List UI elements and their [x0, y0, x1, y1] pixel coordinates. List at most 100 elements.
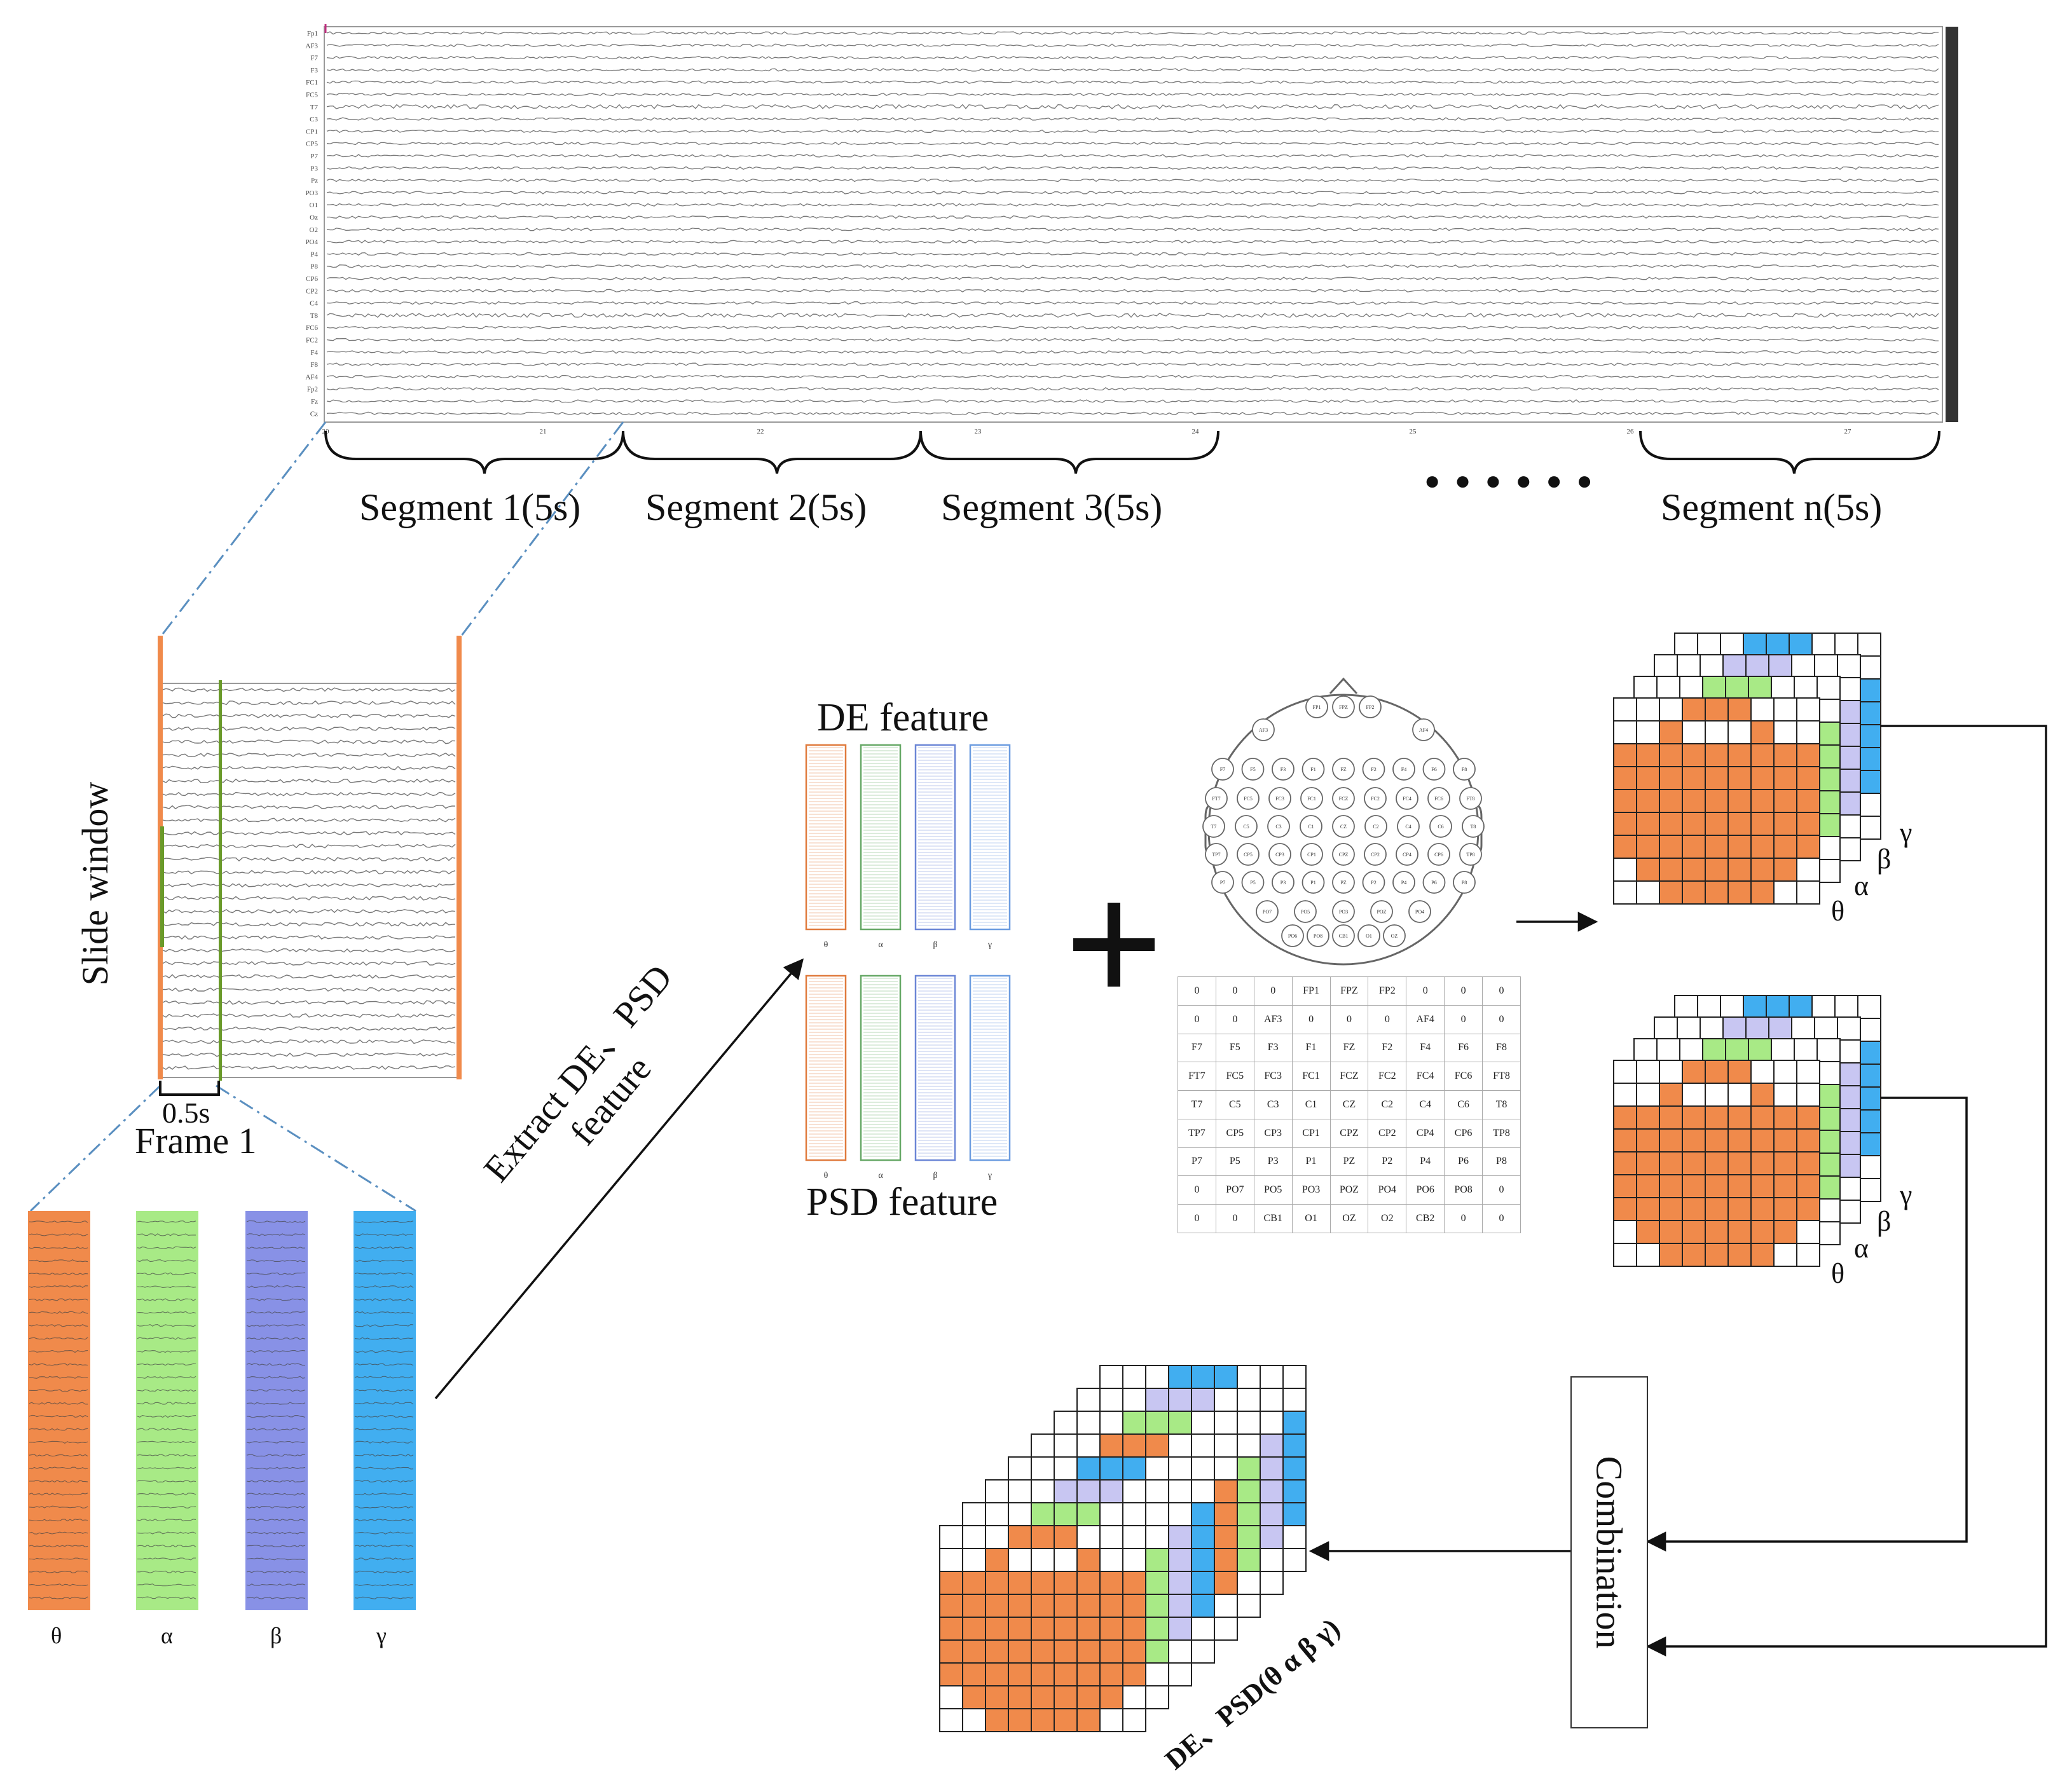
psd-feature-title: PSD feature — [806, 1180, 998, 1224]
electrode-site-label: CPZ — [1339, 852, 1349, 858]
electrode-site-label: F7 — [1220, 767, 1225, 772]
eeg-trace — [326, 325, 1939, 329]
de-feature-bar-gamma: γ — [969, 744, 1011, 950]
feature-band-label: α — [878, 1171, 883, 1180]
eeg-trace — [326, 80, 1939, 84]
electrode-site-label: TP7 — [1212, 852, 1220, 858]
table-cell: 0 — [1215, 976, 1254, 1006]
channel-label: F7 — [310, 55, 318, 62]
de-feature-title: DE feature — [817, 696, 989, 739]
eeg-trace — [326, 154, 1939, 158]
eeg-trace — [326, 117, 1939, 121]
window-trace — [162, 726, 456, 732]
electrode-site: F7 — [1211, 758, 1234, 781]
grid-band-label-gamma: γ — [1899, 817, 1912, 848]
electrode-site-label: FC6 — [1434, 796, 1443, 802]
time-tick-label: 23 — [975, 428, 982, 435]
electrode-site: FC1 — [1300, 787, 1323, 810]
table-cell: CP2 — [1368, 1118, 1407, 1148]
electrode-site-label: CB1 — [1339, 933, 1349, 939]
electrode-site: CB1 — [1332, 924, 1355, 947]
electrode-site-label: C4 — [1405, 824, 1411, 830]
brace-segment-2 — [622, 430, 922, 474]
grid-layer-de-theta — [939, 1525, 1146, 1732]
table-cell: PO6 — [1406, 1175, 1445, 1205]
channel-label: FC6 — [306, 324, 318, 332]
electrode-site-label: FP2 — [1366, 704, 1375, 710]
ellipsis-dots: ● ● ● ● ● ● — [1424, 467, 1597, 496]
electrode-site: CP4 — [1396, 843, 1418, 866]
electrode-site: FC6 — [1427, 787, 1450, 810]
eeg-trace — [326, 252, 1939, 256]
window-trace — [162, 752, 456, 758]
channel-label: P8 — [310, 263, 318, 271]
electrode-site-label: F3 — [1281, 767, 1286, 772]
frame-boundary-line — [219, 680, 222, 1081]
electrode-site: AF3 — [1252, 718, 1275, 741]
electrode-site: FP1 — [1305, 695, 1328, 718]
electrode-site-label: F4 — [1401, 767, 1406, 772]
table-cell: 0 — [1444, 1004, 1483, 1034]
table-cell: PO4 — [1368, 1175, 1407, 1205]
grid-band-label-beta: β — [1877, 1206, 1891, 1237]
electrode-site-label: F6 — [1431, 767, 1436, 772]
time-tick-label: 21 — [540, 428, 547, 435]
time-tick-label: 24 — [1192, 428, 1200, 435]
grid-band-label-gamma: γ — [1899, 1179, 1912, 1210]
electrode-site-label: T8 — [1471, 824, 1476, 830]
electrode-site-label: P2 — [1371, 880, 1376, 886]
table-cell: PO5 — [1253, 1175, 1293, 1205]
segment-braces — [324, 430, 1940, 474]
window-trace — [162, 922, 456, 927]
table-cell: PZ — [1329, 1147, 1369, 1177]
electrode-site-label: F1 — [1310, 767, 1315, 772]
table-cell: P1 — [1291, 1147, 1331, 1177]
channel-label: T8 — [310, 312, 319, 320]
table-cell: FP2 — [1368, 976, 1407, 1006]
table-cell: FC2 — [1368, 1062, 1407, 1091]
electrode-site: C6 — [1429, 815, 1452, 838]
band-strip-theta — [28, 1211, 90, 1610]
electrode-site-label: PO7 — [1263, 909, 1272, 915]
table-cell: FC1 — [1291, 1062, 1331, 1091]
grid-band-label-alpha: α — [1854, 1233, 1869, 1264]
electrode-site: PO8 — [1307, 924, 1329, 947]
window-trace — [162, 1026, 456, 1031]
table-cell: 0 — [1215, 1204, 1254, 1233]
electrode-site-label: FC2 — [1371, 796, 1380, 802]
table-cell: P7 — [1178, 1147, 1216, 1177]
channel-label: P7 — [310, 153, 318, 160]
eeg-trace — [326, 312, 1939, 318]
slide-window-label: Slide window — [74, 781, 116, 986]
electrode-site: FT8 — [1459, 787, 1482, 810]
electrode-site-label: PO4 — [1415, 909, 1424, 915]
channel-label: T7 — [310, 104, 319, 111]
channel-label: PO4 — [305, 238, 318, 246]
eeg-trace — [326, 178, 1939, 182]
table-cell: TP8 — [1482, 1118, 1521, 1148]
electrode-site: F8 — [1453, 758, 1476, 781]
band-strip-alpha — [136, 1211, 198, 1610]
feature-band-label: β — [933, 1171, 937, 1180]
table-cell: FC3 — [1253, 1062, 1293, 1091]
table-cell: O1 — [1291, 1204, 1331, 1233]
window-trace — [162, 1000, 456, 1005]
electrode-site: P4 — [1392, 871, 1415, 894]
table-cell: CPZ — [1329, 1118, 1369, 1148]
feature-band-label: γ — [987, 1171, 992, 1180]
window-right-edge — [457, 636, 462, 1079]
psd-feature-bar-alpha: α — [860, 975, 902, 1180]
segment-2-label: Segment 2(5s) — [645, 486, 867, 528]
table-cell: AF4 — [1406, 1004, 1445, 1034]
table-cell: CP5 — [1215, 1118, 1254, 1148]
grid-layer-theta — [1613, 1060, 1820, 1267]
channel-label: Fp2 — [307, 386, 318, 393]
channel-label: CP2 — [306, 287, 318, 295]
table-cell: 0 — [1444, 1204, 1483, 1233]
window-trace — [162, 1039, 456, 1044]
table-cell: P4 — [1406, 1147, 1445, 1177]
eeg-trace — [326, 166, 1939, 170]
electrode-site-label: T7 — [1211, 824, 1217, 830]
zoom-guides — [29, 421, 624, 1212]
